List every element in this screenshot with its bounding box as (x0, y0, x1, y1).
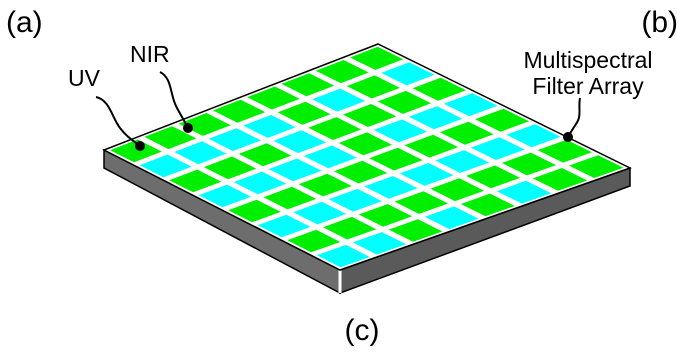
uv-filter-cell (496, 180, 551, 204)
uv-label: UV (68, 65, 101, 91)
nir-filter-cell (247, 86, 300, 110)
uv-filter-cell (364, 176, 418, 199)
nir-filter-cell (430, 178, 485, 202)
uv-filter-cell (316, 244, 370, 268)
nir-filter-cell (475, 108, 530, 132)
nir-filter-cell (263, 186, 317, 210)
msfa-leader-line (567, 97, 581, 137)
uv-filter-cell (328, 188, 382, 212)
uv-filter-cell (303, 145, 357, 169)
uv-filter-cell (268, 158, 322, 182)
nir-filter-cell (144, 126, 197, 150)
uv-filter-cell (293, 201, 347, 225)
nir-filter-cell (169, 169, 222, 193)
uv-filter-cell (273, 130, 327, 154)
uv-filter-cell (208, 128, 261, 151)
nir-filter-cell (281, 73, 335, 97)
panel-label-c: (c) (345, 314, 380, 347)
nir-filter-cell (532, 168, 588, 191)
nir-filter-cell (287, 229, 341, 253)
nir-filter-cell (238, 143, 292, 167)
nir-filter-cell (388, 219, 443, 242)
uv-filter-cell (198, 184, 251, 208)
panel-label-a: (a) (6, 6, 43, 39)
msfa-label-line2: Filter Array (532, 73, 644, 99)
uv-filter-cell (174, 141, 227, 165)
nir-filter-cell (404, 134, 459, 158)
uv-filter-cell (257, 214, 311, 238)
nir-filter-cell (346, 75, 400, 99)
nir-filter-cell (537, 139, 592, 163)
uv-filter-cell (435, 150, 490, 173)
nir-filter-cell (212, 99, 266, 123)
nir-filter-cell (358, 204, 413, 227)
uv-filter-cell (373, 119, 428, 143)
uv-filter-cell (408, 106, 463, 130)
nir-filter-cell (460, 193, 515, 217)
panel-label-b: (b) (641, 6, 678, 39)
nir-filter-cell (315, 60, 369, 84)
nir-filter-cell (350, 46, 404, 70)
uv-filter-cell (381, 62, 435, 86)
nir-filter-cell (228, 199, 281, 223)
nir-filter-cell (308, 117, 362, 140)
uv-filter-cell (470, 137, 525, 160)
uv-filter-cell (139, 154, 192, 178)
uv-filter-cell (424, 206, 479, 230)
nir-filter-cell (439, 121, 494, 145)
nir-filter-cell (412, 77, 467, 101)
nir-filter-cell (298, 173, 352, 197)
nir-filter-cell (338, 132, 392, 156)
nir-filter-cell (203, 156, 257, 180)
uv-filter-cell (312, 88, 366, 112)
nir-label: NIR (130, 41, 170, 67)
uv-filter-cell (506, 124, 561, 148)
nir-filter-cell (343, 104, 397, 127)
uv-leader-dot (135, 141, 145, 151)
nir-filter-cell (334, 160, 388, 184)
uv-filter-cell (399, 163, 454, 186)
nir-filter-cell (277, 101, 331, 125)
nir-leader-line (159, 71, 189, 129)
msfa-leader-dot (563, 132, 573, 142)
nir-filter-cell (110, 139, 162, 163)
msfa-label-line1: Multispectral (523, 47, 652, 73)
uv-filter-cell (243, 115, 296, 138)
nir-filter-cell (377, 90, 432, 114)
nir-filter-cell (369, 147, 423, 171)
nir-filter-cell (394, 191, 449, 214)
nir-filter-cell (569, 155, 624, 178)
uv-leader-line (95, 96, 141, 147)
nir-filter-cell (323, 216, 377, 240)
nir-filter-cell (501, 152, 556, 176)
nir-leader-dot (183, 123, 193, 133)
uv-filter-cell (233, 171, 287, 195)
uv-filter-cell (443, 93, 498, 117)
nir-filter-cell (466, 165, 521, 189)
uv-filter-cell (352, 232, 407, 255)
